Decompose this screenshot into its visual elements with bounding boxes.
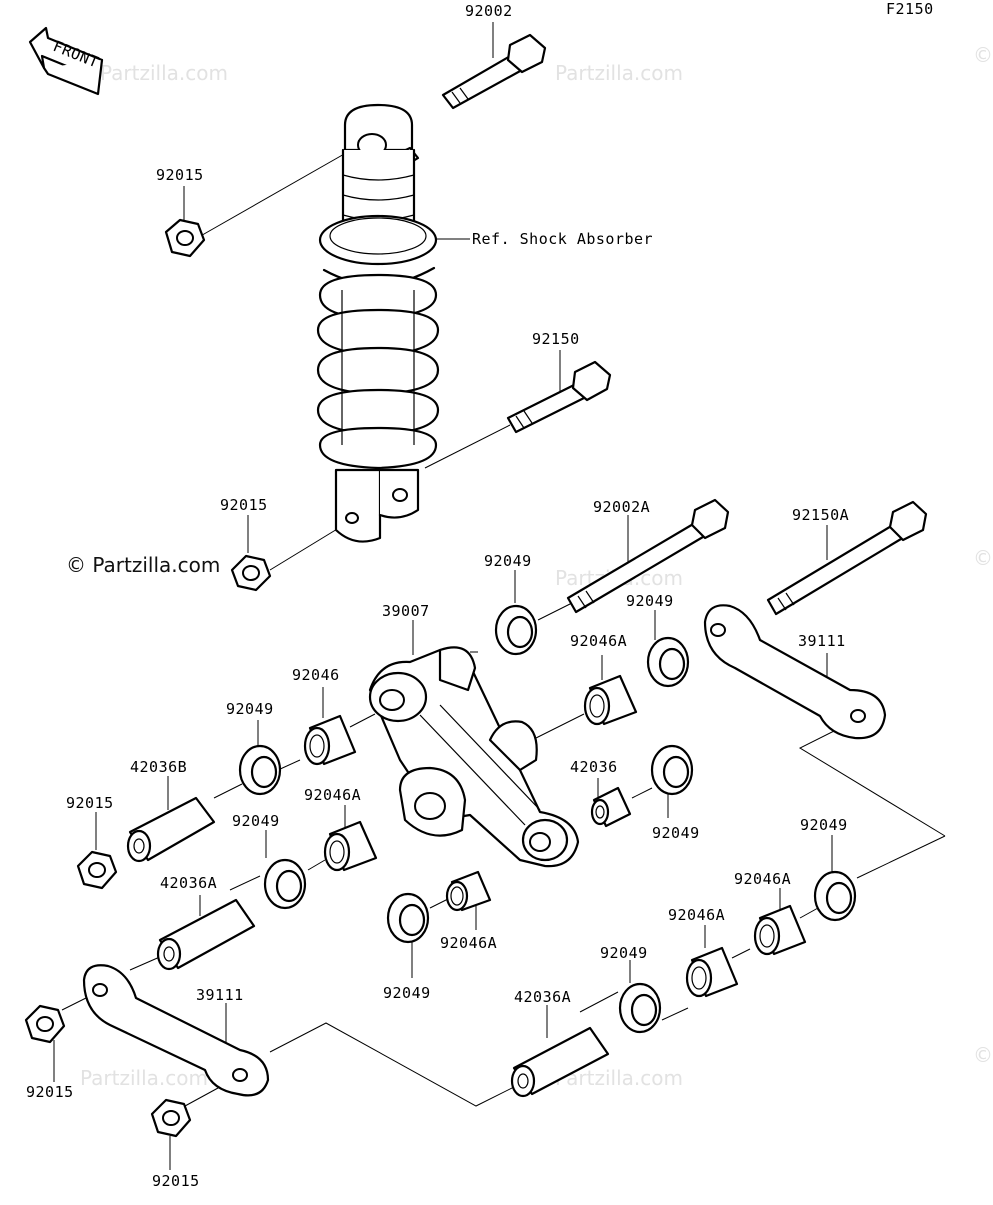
watermark: Partzilla.com [80, 1066, 208, 1090]
nut-92015-lower-left [24, 1004, 66, 1044]
part-label: 92015 [26, 1083, 74, 1101]
part-label: 92049 [652, 824, 700, 842]
reference-label: Ref. Shock Absorber [472, 230, 653, 248]
part-label: 42036A [514, 988, 571, 1006]
washer-92049-g [813, 870, 857, 922]
part-label: 92046 [292, 666, 340, 684]
nut-92015-bottom [150, 1098, 192, 1138]
part-label: 92015 [220, 496, 268, 514]
bolt-92002a [566, 498, 730, 614]
sleeve-42036a-left [156, 898, 256, 971]
part-label: 92049 [626, 592, 674, 610]
shock-absorber [316, 103, 440, 543]
watermarks: Partzilla.com Partzilla.com Partzilla.co… [66, 43, 993, 1090]
part-label: 39111 [196, 986, 244, 1004]
bearing-92046 [303, 714, 357, 766]
front-arrow-icon: FRONT [28, 26, 104, 96]
part-label: 42036 [570, 758, 618, 776]
watermark-copyright: © [973, 1043, 993, 1067]
tie-rod-39111-upper [703, 604, 887, 740]
watermark-copyright: © [973, 546, 993, 570]
part-label: 92046A [734, 870, 791, 888]
part-label: 92150 [532, 330, 580, 348]
bolt-92002 [441, 33, 547, 110]
washer-92049-b [646, 636, 690, 688]
diagram-code: F2150 [886, 0, 934, 18]
watermark: Partzilla.com [555, 61, 683, 85]
bearing-92046a-1 [583, 674, 638, 726]
part-label: 92049 [600, 944, 648, 962]
bolt-92150 [506, 360, 612, 434]
part-label: 92015 [66, 794, 114, 812]
washer-92049-h [618, 982, 662, 1034]
nut-92015-mid [230, 554, 272, 592]
washer-92049-a [494, 604, 538, 656]
part-label: 92046A [440, 934, 497, 952]
part-label: 92046A [304, 786, 361, 804]
part-label: 92046A [570, 632, 627, 650]
part-label: 92049 [226, 700, 274, 718]
rocker-arm-39007 [368, 646, 580, 868]
part-label: 92049 [232, 812, 280, 830]
tie-rod-39111-lower [82, 964, 270, 1097]
part-label: 42036B [130, 758, 187, 776]
nut-92015-top [164, 218, 206, 258]
part-label: 92049 [484, 552, 532, 570]
part-labels: 92002 92015 92150 92015 92002A 92150A 92… [26, 2, 849, 1190]
part-label: 92046A [668, 906, 725, 924]
watermark-main: © Partzilla.com [66, 553, 220, 577]
watermark-copyright: © [973, 43, 993, 67]
bearing-92046a-4 [753, 904, 807, 956]
part-label: 92002 [465, 2, 513, 20]
sleeve-42036a-right [510, 1026, 610, 1098]
part-label: 92150A [792, 506, 849, 524]
washer-92049-f [386, 892, 430, 944]
washer-92049-d [650, 744, 694, 796]
bearing-92046a-3 [445, 870, 492, 912]
part-label: 92049 [800, 816, 848, 834]
bearing-92046a-2 [323, 820, 378, 872]
part-label: 92015 [152, 1172, 200, 1190]
bolt-92150a [766, 500, 928, 616]
sleeve-42036b [126, 796, 216, 863]
watermark: Partzilla.com [100, 61, 228, 85]
leader-lines [53, 22, 946, 1170]
sleeve-42036 [590, 786, 632, 828]
part-label: 92015 [156, 166, 204, 184]
bearing-92046a-5 [685, 946, 739, 998]
part-label: 42036A [160, 874, 217, 892]
part-label: 39007 [382, 602, 430, 620]
nut-92015-left [76, 850, 118, 890]
part-label: 39111 [798, 632, 846, 650]
washer-92049-c [238, 744, 282, 796]
washer-92049-e [263, 858, 307, 910]
part-label: 92002A [593, 498, 650, 516]
part-label: 92049 [383, 984, 431, 1002]
